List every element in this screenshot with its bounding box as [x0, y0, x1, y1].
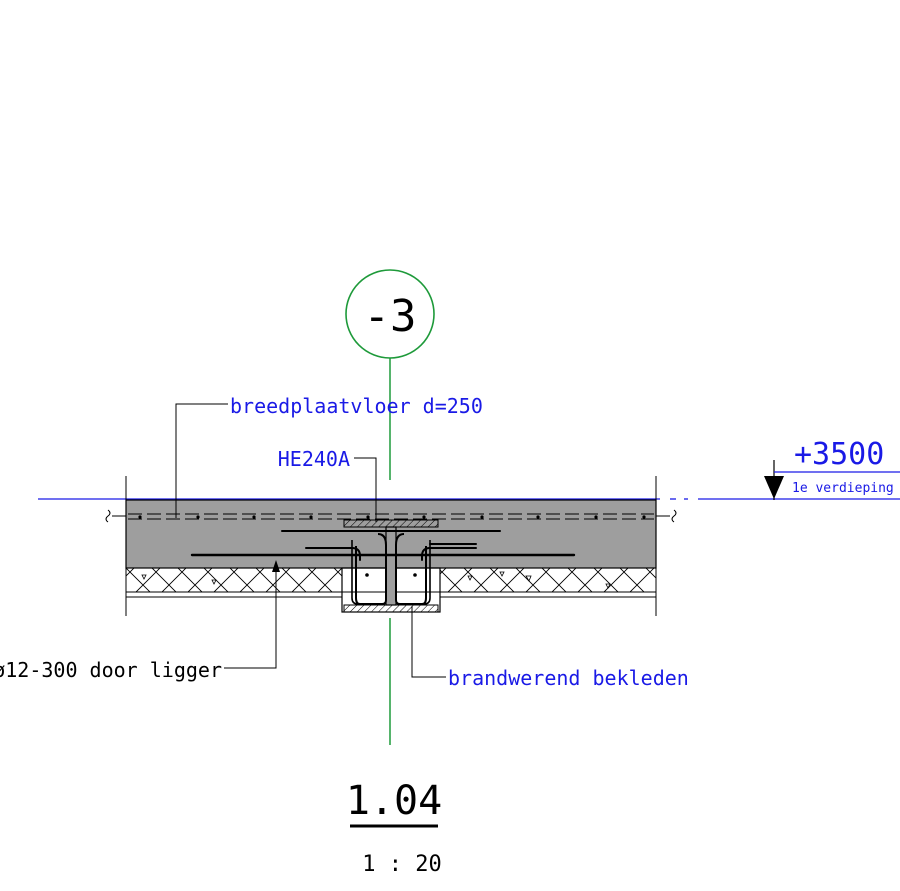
level-marker: +3500 1e verdieping: [764, 437, 900, 500]
label-floor-slab: breedplaatvloer d=250: [230, 394, 483, 418]
grid-bubble-label: -3: [364, 291, 417, 342]
steel-beam-he240a: [341, 519, 441, 613]
detail-number: 1.04: [346, 778, 442, 824]
leader-reinforcement: ø12-300 door ligger: [0, 560, 280, 682]
label-steel-beam: HE240A: [278, 447, 350, 471]
beam-web: [385, 526, 397, 606]
detail-scale: 1 : 20: [362, 852, 441, 877]
insulation-left: [125, 567, 343, 593]
level-name: 1e verdieping: [792, 481, 894, 496]
leader-floor-slab: breedplaatvloer d=250: [175, 394, 483, 518]
label-reinforcement: ø12-300 door ligger: [0, 658, 222, 682]
detail-title: 1.04 1 : 20: [346, 778, 442, 877]
grid-axis: -3: [345, 269, 435, 745]
rebar-dots: [138, 515, 646, 519]
grid-bubble: [345, 269, 435, 359]
reinforcement-bars: [190, 530, 576, 561]
label-fire-protection: brandwerend bekleden: [448, 666, 689, 690]
leader-steel-beam: HE240A: [278, 447, 377, 522]
insulation-specks: [141, 571, 611, 589]
leader-fire-protection: brandwerend bekleden: [411, 606, 689, 690]
level-elevation: +3500: [794, 437, 884, 472]
insulation-right: [439, 567, 657, 593]
level-triangle-icon: [764, 476, 784, 499]
